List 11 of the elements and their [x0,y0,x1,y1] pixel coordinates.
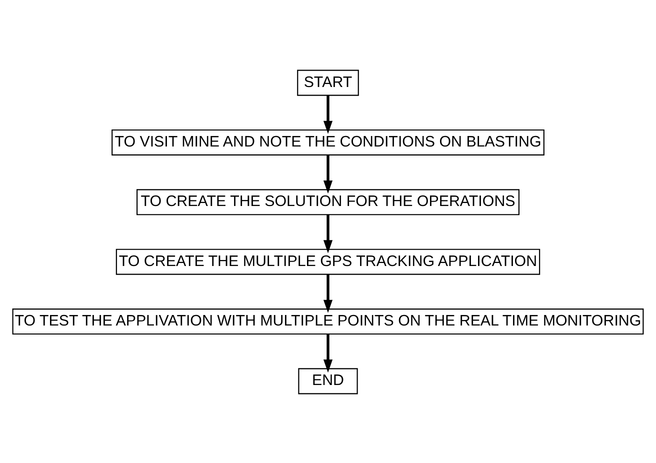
arrow [323,214,333,253]
node-box: END [298,368,358,394]
node-box: TO CREATE THE MULTIPLE GPS TRACKING APPLICATION [116,248,540,274]
node-box: TO CREATE THE SOLUTION FOR THE OPERATIONS [136,188,520,215]
arrow [323,154,333,194]
node-box: TO VISIT MINE AND NOTE THE CONDITIONS ON BLASTING [112,128,544,155]
node-box: START [297,69,359,96]
arrow [323,274,333,312]
node-box: TO TEST THE APPLIVATION WITH MULTIPLE POINTS ON THE REAL TIME MONITORING [12,308,644,334]
arrow [323,334,333,372]
arrow [323,95,333,134]
